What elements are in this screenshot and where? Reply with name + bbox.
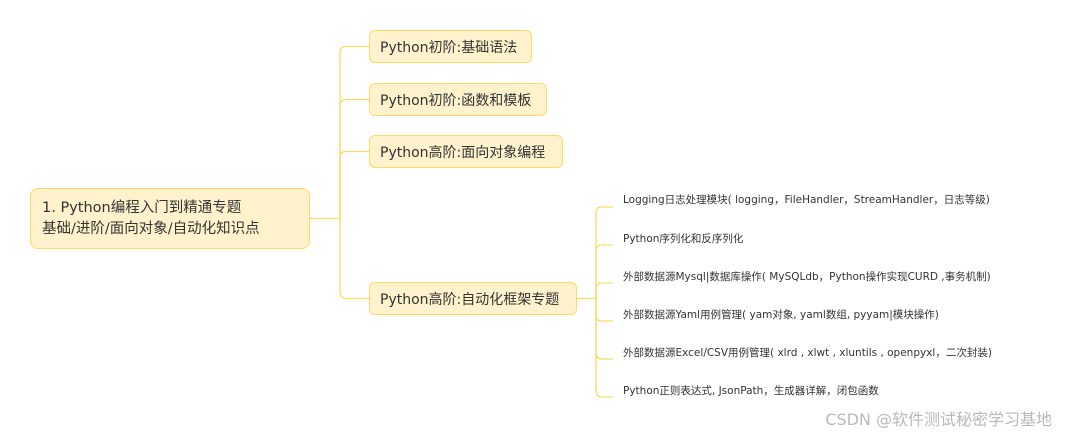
- connector-leaf-4: [595, 298, 613, 322]
- root-topic-line-2: 基础/进阶/面向对象/自动化知识点: [42, 220, 260, 237]
- branch-label: Python高阶:自动化框架专题: [380, 291, 560, 308]
- leaf-topic-excel-csv[interactable]: 外部数据源Excel/CSV用例管理( xlrd , xlwt , xlunti…: [623, 347, 992, 359]
- root-topic-line-1: 1. Python编程入门到精通专题: [42, 199, 242, 216]
- watermark-text: CSDN @软件测试秘密学习基地: [825, 410, 1052, 429]
- connector-root-branch-3: [339, 150, 369, 219]
- connector-leaf-2: [595, 244, 613, 299]
- connector-root-branch-4: [339, 218, 369, 300]
- branch-node-basic-syntax[interactable]: Python初阶:基础语法: [369, 30, 532, 63]
- connector-root-branch-2: [339, 98, 369, 219]
- leaf-topic-serialization[interactable]: Python序列化和反序列化: [623, 233, 744, 245]
- leaf-topic-logging[interactable]: Logging日志处理模块( logging，FileHandler，Strea…: [623, 194, 990, 206]
- connector-leaf-1: [595, 206, 613, 299]
- branch-node-functions-templates[interactable]: Python初阶:函数和模板: [369, 83, 547, 116]
- connector-leaf-6: [595, 298, 613, 398]
- connector-leaf-3: [595, 282, 613, 299]
- branch-node-automation-framework[interactable]: Python高阶:自动化框架专题: [369, 282, 577, 315]
- leaf-topic-yaml[interactable]: 外部数据源Yaml用例管理( yam对象, yaml数组, pyyam|模块操作…: [623, 309, 939, 321]
- root-topic-node[interactable]: 1. Python编程入门到精通专题 基础/进阶/面向对象/自动化知识点: [30, 188, 310, 249]
- branch-label: Python初阶:基础语法: [380, 39, 518, 56]
- branch-label: Python初阶:函数和模板: [380, 92, 532, 109]
- connector-root-branch-1: [339, 45, 369, 219]
- leaf-topic-mysql[interactable]: 外部数据源Mysql|数据库操作( MySQLdb，Python操作实现CURD…: [623, 271, 991, 283]
- connector-leaf-5: [595, 298, 613, 360]
- branch-node-oop[interactable]: Python高阶:面向对象编程: [369, 135, 563, 168]
- branch-label: Python高阶:面向对象编程: [380, 144, 546, 161]
- leaf-topic-regex-jsonpath[interactable]: Python正则表达式, JsonPath，生成器详解，闭包函数: [623, 385, 879, 397]
